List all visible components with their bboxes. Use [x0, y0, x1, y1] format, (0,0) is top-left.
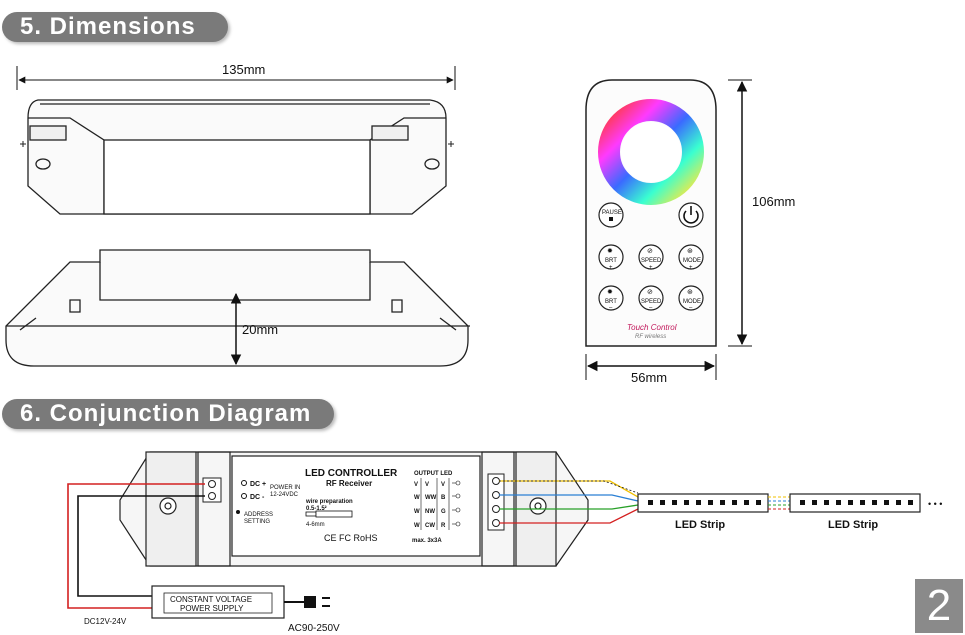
output-wires — [499, 480, 639, 524]
dc-plus-label: DC + — [250, 481, 266, 488]
svg-text:BRT: BRT — [605, 299, 617, 305]
strip-link-wires — [768, 496, 790, 510]
power-button[interactable] — [678, 202, 704, 228]
brt-down-button[interactable]: ✹ BRT – — [598, 285, 624, 311]
controller-top-view — [20, 99, 454, 215]
output-terminal-block — [487, 473, 505, 531]
length-dimension: 135mm — [16, 62, 456, 90]
plug-icon — [304, 596, 316, 608]
svg-text:R: R — [441, 523, 446, 529]
svg-text:BRT: BRT — [605, 258, 617, 264]
input-terminal-block — [202, 477, 222, 503]
setting-label: SETTING — [244, 519, 270, 525]
svg-text:V: V — [414, 482, 418, 488]
controller-body — [119, 451, 589, 567]
length-label: 135mm — [222, 62, 265, 77]
height-label: 20mm — [242, 322, 278, 337]
color-wheel[interactable] — [598, 99, 704, 205]
remote-brand-line1: Touch Control — [627, 323, 677, 332]
led-strip-1-label: LED Strip — [675, 519, 725, 531]
brt-up-button[interactable]: ✹ BRT + — [598, 244, 624, 271]
power-in-label: POWER IN — [270, 485, 300, 491]
svg-text:CW: CW — [425, 523, 435, 529]
svg-text:G: G — [441, 509, 446, 515]
power-range-label: 12-24VDC — [270, 492, 299, 498]
remote-control: PAUSE ✹ BRT + ⊘ SPEED + ⊛ MODE + — [585, 79, 717, 347]
output-led-label: OUTPUT LED — [414, 471, 453, 477]
remote-brand-line2: RF wireless — [635, 334, 666, 340]
wire-size-label: 0.5-1.5² — [306, 505, 327, 512]
svg-text:–: – — [609, 305, 613, 311]
controller-label: LED CONTROLLER RF Receiver DC + DC - POW… — [236, 468, 461, 544]
cert-marks: CE FC RoHS — [324, 533, 378, 543]
output-pin-table: V W W W V WW NW CW V B G R — [414, 482, 446, 529]
dc-minus-label: DC - — [250, 494, 265, 501]
svg-text:V: V — [441, 482, 445, 488]
svg-text:WW: WW — [425, 495, 437, 501]
strip-len-label: 4-6mm — [306, 522, 325, 528]
power-icon — [683, 210, 699, 224]
gauge-icon: ⊘ — [647, 248, 653, 255]
svg-text:W: W — [414, 523, 420, 529]
svg-text:SPEED: SPEED — [641, 258, 662, 264]
ac-input-label: AC90-250V — [288, 623, 340, 634]
svg-text:PAUSE: PAUSE — [602, 210, 622, 216]
sun-icon: ✹ — [607, 247, 613, 255]
dc-output-label: DC12V-24V — [84, 617, 127, 626]
psu-line2: POWER SUPPLY — [180, 604, 244, 613]
remote-width-label: 56mm — [631, 370, 667, 385]
page-number: 2 — [915, 579, 963, 633]
address-label: ADDRESS — [244, 512, 273, 518]
pause-button[interactable]: PAUSE — [598, 202, 624, 228]
svg-text:+: + — [609, 265, 613, 271]
svg-text:–: – — [689, 305, 693, 311]
input-wires — [67, 483, 205, 609]
svg-text:NW: NW — [425, 509, 435, 515]
controller-subtitle: RF Receiver — [326, 479, 372, 488]
wire-prep-label: wire preparation — [305, 499, 353, 505]
mode-icon: ⊛ — [687, 289, 693, 296]
remote-height-label: 106mm — [752, 194, 795, 209]
controller-title: LED CONTROLLER — [305, 468, 398, 479]
gauge-icon: ⊘ — [647, 289, 653, 296]
speed-up-button[interactable]: ⊘ SPEED + — [638, 244, 664, 271]
led-strip-2: LED Strip • • • — [789, 493, 942, 531]
dimensions-section-title: 5. Dimensions — [2, 12, 228, 42]
svg-text:V: V — [425, 482, 429, 488]
height-dimension: 20mm — [230, 292, 278, 366]
led-strip-2-label: LED Strip — [828, 519, 878, 531]
svg-text:W: W — [414, 495, 420, 501]
power-supply: CONSTANT VOLTAGE POWER SUPPLY DC12V-24V … — [84, 585, 340, 634]
mode-icon: ⊛ — [687, 248, 693, 255]
remote-height-dimension: 106mm — [728, 79, 795, 347]
continuation-dots: • • • — [928, 499, 942, 509]
svg-text:MODE: MODE — [683, 299, 701, 305]
svg-text:SPEED: SPEED — [641, 299, 662, 305]
remote-width-dimension: 56mm — [585, 354, 717, 385]
svg-text:–: – — [649, 305, 653, 311]
psu-line1: CONSTANT VOLTAGE — [170, 595, 252, 604]
svg-text:W: W — [414, 509, 420, 515]
mode-down-button[interactable]: ⊛ MODE – — [678, 285, 704, 311]
led-strip-1: LED Strip — [637, 493, 769, 531]
speed-down-button[interactable]: ⊘ SPEED – — [638, 285, 664, 311]
max-current-label: max. 3x3A — [412, 538, 442, 544]
svg-text:MODE: MODE — [683, 258, 701, 264]
mode-up-button[interactable]: ⊛ MODE + — [678, 244, 704, 271]
svg-text:B: B — [441, 495, 446, 501]
svg-text:+: + — [689, 265, 693, 271]
conjunction-section-title: 6. Conjunction Diagram — [2, 399, 334, 429]
controller-side-view — [5, 249, 470, 367]
sun-icon: ✹ — [607, 288, 613, 296]
svg-text:+: + — [649, 265, 653, 271]
